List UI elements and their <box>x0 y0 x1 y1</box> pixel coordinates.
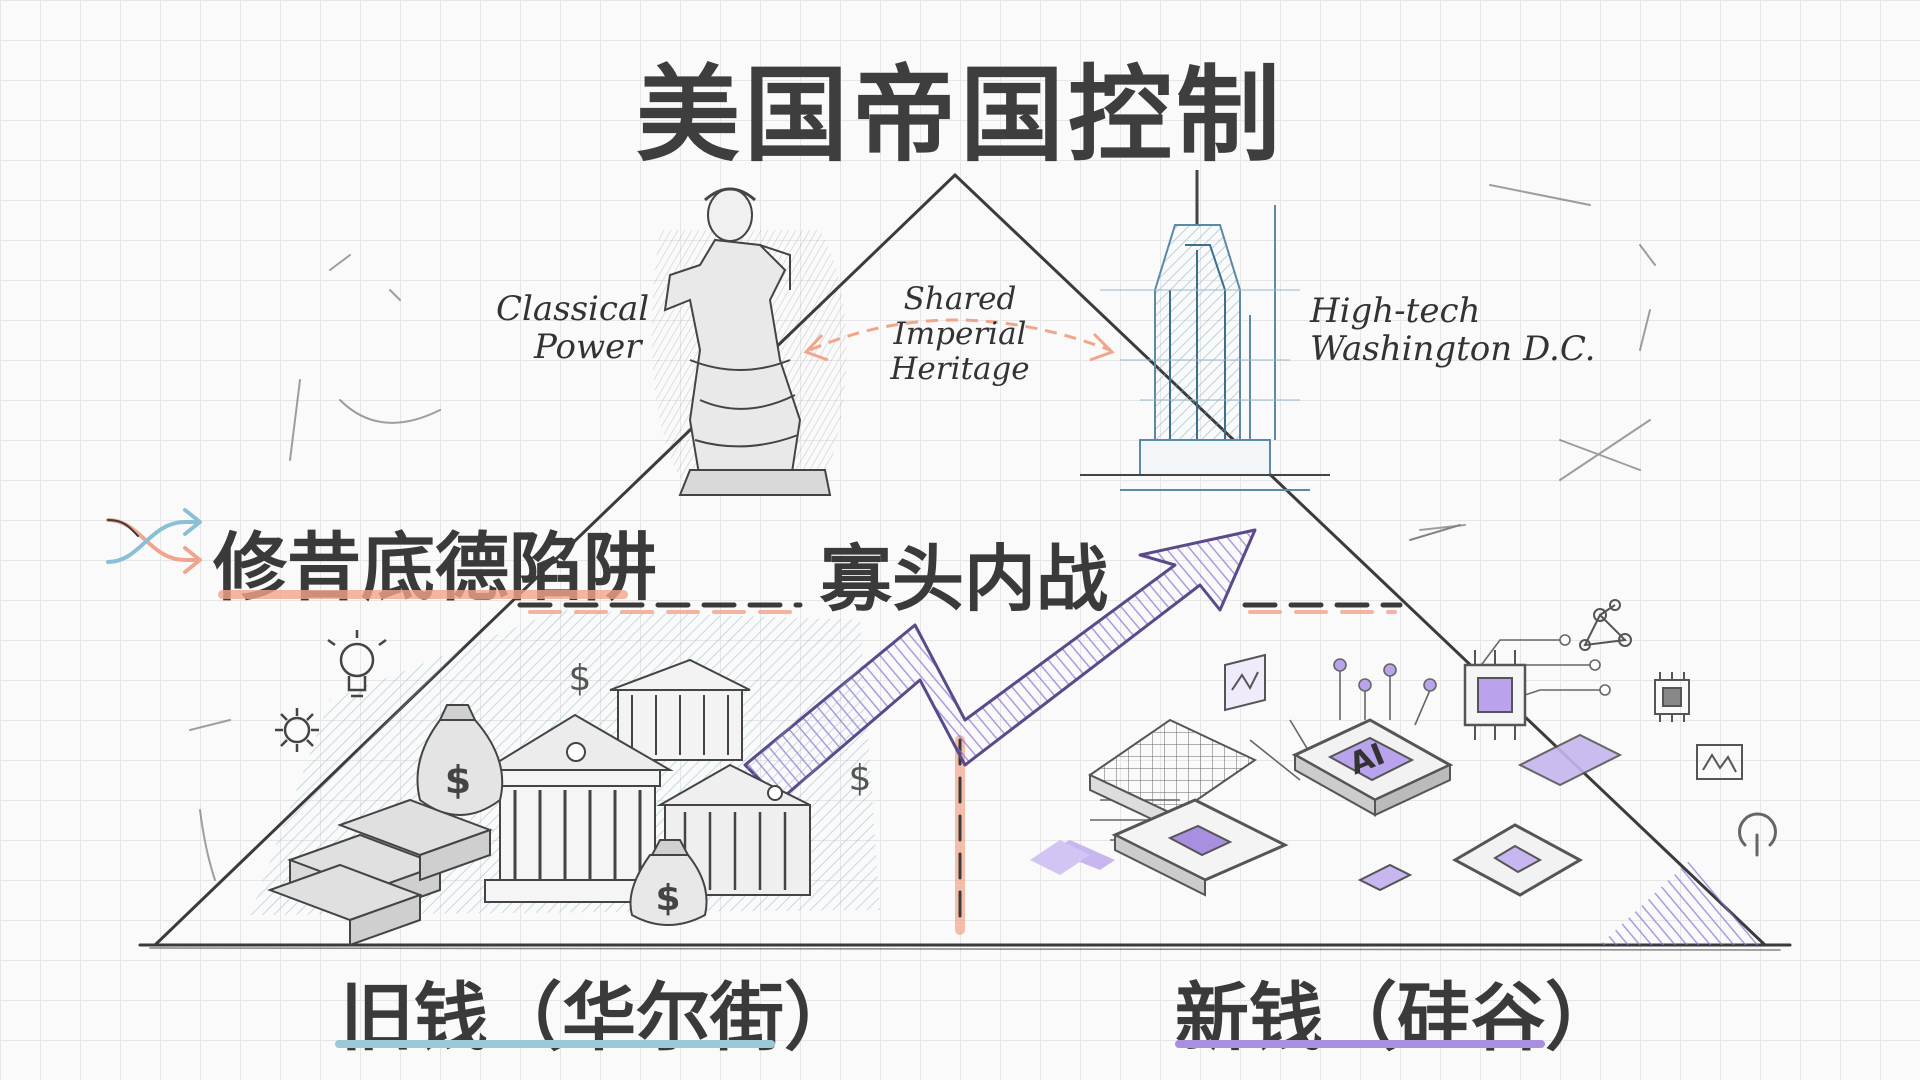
skyscraper-illustration <box>1080 170 1330 491</box>
microchip-small-icon <box>1654 672 1690 722</box>
oligarch-civil-war-label: 寡头内战 <box>820 537 1109 621</box>
gear-icon <box>275 708 319 752</box>
shared-heritage-line-1: Shared <box>903 281 1017 317</box>
svg-text:$: $ <box>569 658 592 699</box>
shuffle-icon <box>106 508 202 574</box>
hightech-dc-line-2: Washington D.C. <box>1310 329 1596 369</box>
sketch-marks <box>189 184 1656 881</box>
network-icon <box>1579 599 1632 651</box>
thucydides-trap-underline <box>218 590 628 599</box>
shared-heritage-line-3: Heritage <box>890 351 1030 387</box>
new-money-illustration <box>1030 634 1760 945</box>
gold-bars <box>267 798 493 947</box>
chip-icon <box>1463 650 1527 740</box>
page-title: 美国帝国控制 <box>635 54 1284 176</box>
svg-text:$: $ <box>849 758 872 799</box>
svg-text:$: $ <box>445 758 471 802</box>
classical-power-line-1: Classical <box>496 289 650 329</box>
classical-power-label: Classical Power <box>496 290 649 366</box>
svg-text:$: $ <box>655 878 680 919</box>
hightech-dc-line-1: High-tech <box>1310 291 1481 331</box>
shared-heritage-arrow <box>803 318 1115 362</box>
new-money-label: 新钱（硅谷） <box>1175 975 1619 1061</box>
processor-chip-right <box>1451 823 1584 897</box>
dollar-icon: $ $ <box>569 658 872 799</box>
old-money-label: 旧钱（华尔街） <box>340 975 858 1061</box>
ai-chip <box>1291 718 1454 817</box>
shared-heritage-label: Shared Imperial Heritage <box>880 282 1040 387</box>
hightech-dc-label: High-tech Washington D.C. <box>1310 292 1595 368</box>
bank-building-main <box>481 713 674 903</box>
classical-statue-illustration <box>651 187 847 496</box>
chart-icon <box>1696 744 1743 780</box>
new-money-underline <box>1175 1040 1545 1048</box>
power-icon <box>1738 812 1777 857</box>
money-bag-left: $ <box>416 704 504 816</box>
processor-chip <box>1050 798 1289 897</box>
bank-building-back <box>609 658 751 761</box>
shared-heritage-line-2: Imperial <box>893 316 1027 352</box>
lightbulb-icon <box>327 630 387 698</box>
chart-icon-small <box>1224 653 1266 712</box>
money-bag-front: $ <box>629 839 708 926</box>
old-money-underline <box>335 1040 775 1048</box>
classical-power-line-2: Power <box>534 327 642 367</box>
old-money-illustration: $ $ <box>250 610 880 947</box>
